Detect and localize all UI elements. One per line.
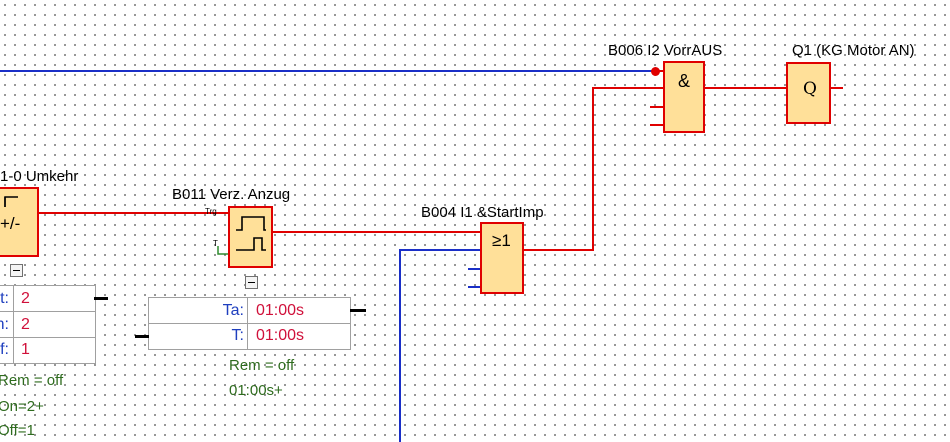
timer-info-1: Rem = off [229, 357, 295, 374]
b006-label: B006 I2 VorrAUS [608, 42, 723, 59]
timer-value-2: 01:00s [256, 327, 305, 344]
counter-value-3: 1 [21, 341, 30, 358]
counter-info-1: Rem = off [0, 372, 64, 389]
timer-key-2: T: [231, 327, 244, 344]
umkehr-collapse-button[interactable] [10, 264, 23, 277]
connection-dot [651, 67, 660, 76]
timer-row-2: T: 01:00s [149, 324, 350, 349]
counter-key-3: f: [0, 341, 9, 358]
counter-row-1: t: 2 [0, 286, 95, 312]
q-symbol: Q [803, 79, 817, 99]
timer-sep-2 [247, 324, 248, 349]
umkehr-counter-block[interactable]: +/- [0, 187, 39, 257]
counter-value-2: 2 [21, 316, 30, 333]
timer-table-stub-left [135, 335, 149, 338]
t-pin-label: T [213, 239, 218, 248]
counter-sep-2 [13, 312, 14, 337]
timer-pulse-icon [236, 216, 266, 251]
umkehr-label: 1-0 Umkehr [0, 168, 79, 185]
counter-value-1: 2 [21, 290, 30, 307]
counter-params-table[interactable]: t: 2 n: 2 f: 1 [0, 285, 96, 364]
trg-pin-label: Trg [205, 207, 217, 216]
counter-sep-3 [13, 338, 14, 363]
b004-label: B004 I1 &StartImp [421, 204, 544, 221]
counter-sep-1 [13, 286, 14, 311]
q1-label: Q1 (KG Motor AN) [792, 42, 915, 59]
timer-key-1: Ta: [222, 302, 244, 319]
counter-step-icon [4, 196, 18, 207]
timer-info-2: 01:00s+ [229, 382, 283, 399]
updown-symbol: +/- [0, 214, 21, 233]
timer-params-table[interactable]: Ta: 01:00s T: 01:00s [148, 297, 351, 350]
b006-and-block[interactable]: & [663, 61, 705, 133]
b004-or-block[interactable]: ≥1 [480, 222, 524, 294]
timer-sep-1 [247, 298, 248, 323]
counter-row-3: f: 1 [0, 338, 95, 363]
or-symbol: ≥1 [492, 231, 511, 250]
counter-key-2: n: [0, 316, 9, 333]
timer-row-1: Ta: 01:00s [149, 298, 350, 324]
blue-wire-b004-input[interactable] [399, 249, 480, 442]
timer-value-1: 01:00s [256, 302, 305, 319]
b011-t-input [217, 246, 230, 255]
counter-row-2: n: 2 [0, 312, 95, 338]
b011-timer-block[interactable] [228, 206, 273, 268]
q1-output-block[interactable]: Q [786, 62, 831, 124]
counter-table-stub [94, 297, 108, 300]
and-symbol: & [678, 71, 691, 91]
timer-table-stub-right [350, 309, 366, 312]
counter-info-2: On=2+ [0, 398, 44, 415]
b011-collapse-button[interactable] [245, 276, 258, 289]
counter-info-3: Off=1 [0, 422, 35, 439]
b011-label: B011 Verz. Anzug [172, 186, 291, 203]
red-wire-b004-to-b006[interactable] [523, 87, 665, 251]
counter-key-1: t: [0, 290, 9, 307]
